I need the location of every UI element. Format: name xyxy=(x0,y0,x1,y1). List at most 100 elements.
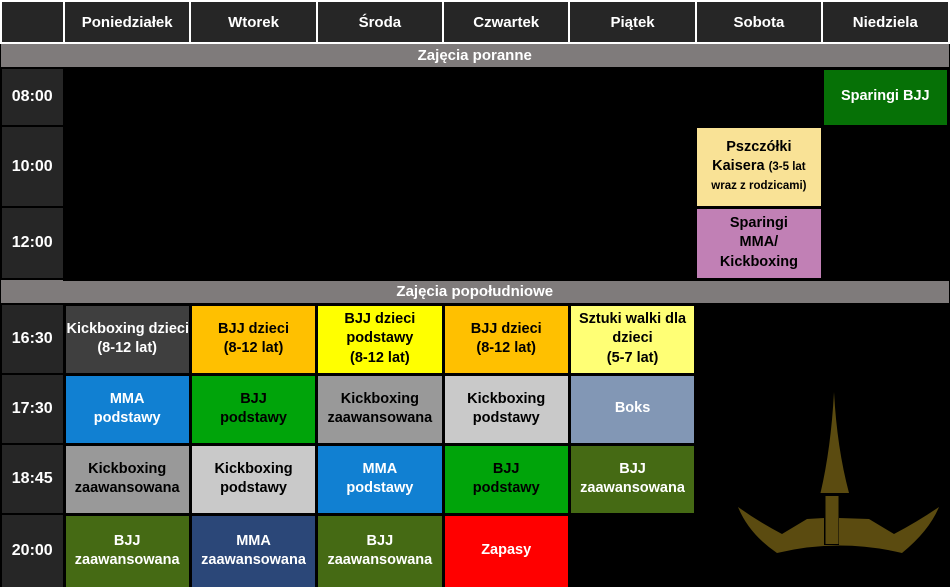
class-label-line: BJJ xyxy=(366,532,394,549)
empty-cell-poniedzialek-1200 xyxy=(62,205,192,281)
empty-cell-niedziela-1730 xyxy=(820,372,950,446)
empty-cell-poniedzialek-1000 xyxy=(62,124,192,209)
schedule-row-1845: 18:45 Kickboxing zaawansowana Kickboxing pod… xyxy=(0,442,950,516)
day-header-piatek: Piątek xyxy=(568,0,697,44)
class-label-line: zaawansowana xyxy=(327,552,433,568)
day-header-wtorek: Wtorek xyxy=(189,0,318,44)
class-cell-piatek-1845: BJJ zaawansowana xyxy=(567,442,698,516)
class-label-line: zaawansowana xyxy=(327,410,433,426)
class-cell-sroda-1845: MMA podstawy xyxy=(315,442,445,516)
class-cell-poniedzialek-1845: Kickboxing zaawansowana xyxy=(62,442,192,516)
class-label-line: wraz z rodzicami) xyxy=(711,180,807,193)
class-label-line: podstawy xyxy=(346,480,414,496)
class-label-line: podstawy xyxy=(220,410,287,426)
class-cell-wtorek-1730: BJJ podstawy xyxy=(188,372,319,446)
class-label-line: Kickboxing xyxy=(467,390,546,407)
class-label-line: Kickboxing xyxy=(88,460,167,477)
class-label-line: (8-12 lat) xyxy=(476,340,537,356)
class-label-line: BJJ dzieci xyxy=(218,320,289,337)
class-label-line: podstawy xyxy=(472,410,540,426)
empty-cell-sobota-1630 xyxy=(694,302,824,376)
time-cell-1730: 17:30 xyxy=(0,373,65,445)
empty-cell-sobota-1845 xyxy=(694,442,824,516)
empty-cell-sobota-1730 xyxy=(694,372,824,446)
day-header-niedziela: Niedziela xyxy=(821,0,950,44)
class-label-line: (8-12 lat) xyxy=(223,340,284,356)
empty-cell-czwartek-0800 xyxy=(441,66,571,128)
empty-cell-piatek-0800 xyxy=(567,66,698,128)
class-label-line: BJJ dzieci xyxy=(344,311,416,328)
class-label-line: Kickboxing xyxy=(719,253,798,270)
class-label-line: MMA xyxy=(362,460,398,477)
class-label-line: dzieci xyxy=(612,330,653,347)
empty-cell-czwartek-1000 xyxy=(441,124,571,209)
class-label-line: Kaisera (3-5 lat xyxy=(712,157,806,174)
time-cell-1200: 12:00 xyxy=(0,206,65,280)
empty-cell-piatek-2000 xyxy=(567,512,698,587)
class-label-line: BJJ dzieci xyxy=(470,320,542,337)
section-header-morning: Zajęcia poranne xyxy=(1,43,949,68)
class-cell-czwartek-2000: Zapasy xyxy=(441,512,571,587)
time-cell-1630: 16:30 xyxy=(0,303,65,375)
class-cell-wtorek-1845: Kickboxing podstawy xyxy=(188,442,319,516)
empty-cell-sobota-2000 xyxy=(694,512,824,587)
empty-cell-czwartek-1200 xyxy=(441,205,571,281)
class-label-line: Sparingi xyxy=(729,215,788,232)
empty-cell-sobota-0800 xyxy=(694,66,824,128)
class-label-line: zaawansowana xyxy=(201,552,306,568)
empty-cell-piatek-1000 xyxy=(567,124,698,209)
time-cell-1000: 10:00 xyxy=(0,125,65,208)
class-label-line: podstawy xyxy=(472,480,540,496)
class-label-line: MMA xyxy=(109,390,145,407)
class-label-line: (5-7 lat) xyxy=(606,349,659,366)
time-cell-1845: 18:45 xyxy=(0,443,65,515)
class-label-line: zaawansowana xyxy=(74,480,180,496)
empty-cell-wtorek-0800 xyxy=(188,66,319,128)
day-header-sroda: Środa xyxy=(315,0,445,44)
class-label-line: Zapasy xyxy=(481,542,532,559)
class-label-line: podstawy xyxy=(93,410,161,426)
class-label-line: podstawy xyxy=(220,480,287,496)
class-label-line: BJJ xyxy=(492,460,520,477)
empty-cell-wtorek-1000 xyxy=(188,124,319,209)
empty-cell-niedziela-2000 xyxy=(820,512,950,587)
class-cell-piatek-1730: Boks xyxy=(567,372,698,446)
section-header-afternoon: Zajęcia popołudniowe xyxy=(1,279,949,304)
class-label-line: BJJ xyxy=(240,390,267,407)
class-label-line: Sparingi BJJ xyxy=(840,88,930,105)
empty-cell-niedziela-1630 xyxy=(820,302,950,376)
time-cell-0800: 08:00 xyxy=(0,67,65,127)
class-cell-poniedzialek-1730: MMA podstawy xyxy=(62,372,192,446)
empty-cell-wtorek-1200 xyxy=(188,205,319,281)
schedule-row-0800: 08:00 Sparingi BJJ xyxy=(0,66,950,128)
class-cell-czwartek-1730: Kickboxing podstawy xyxy=(441,372,571,446)
class-cell-czwartek-1630: BJJ dzieci (8-12 lat) xyxy=(441,302,571,376)
class-cell-czwartek-1845: BJJ podstawy xyxy=(441,442,571,516)
corner-cell xyxy=(0,0,65,44)
empty-cell-piatek-1200 xyxy=(567,205,698,281)
class-label-line: Kickboxing xyxy=(214,460,293,477)
empty-cell-niedziela-1200 xyxy=(820,205,950,281)
class-label-line: zaawansowana xyxy=(580,480,685,496)
class-cell-niedziela-0800: Sparingi BJJ xyxy=(820,66,950,128)
day-header-czwartek: Czwartek xyxy=(442,0,571,44)
day-header-sobota: Sobota xyxy=(694,0,824,44)
day-header-poniedzialek: Poniedziałek xyxy=(62,0,192,44)
class-label-line: podstawy xyxy=(346,330,414,347)
class-cell-wtorek-1630: BJJ dzieci (8-12 lat) xyxy=(188,302,319,376)
class-label-line: BJJ xyxy=(619,460,646,477)
class-label-line: Pszczółki xyxy=(726,138,792,155)
